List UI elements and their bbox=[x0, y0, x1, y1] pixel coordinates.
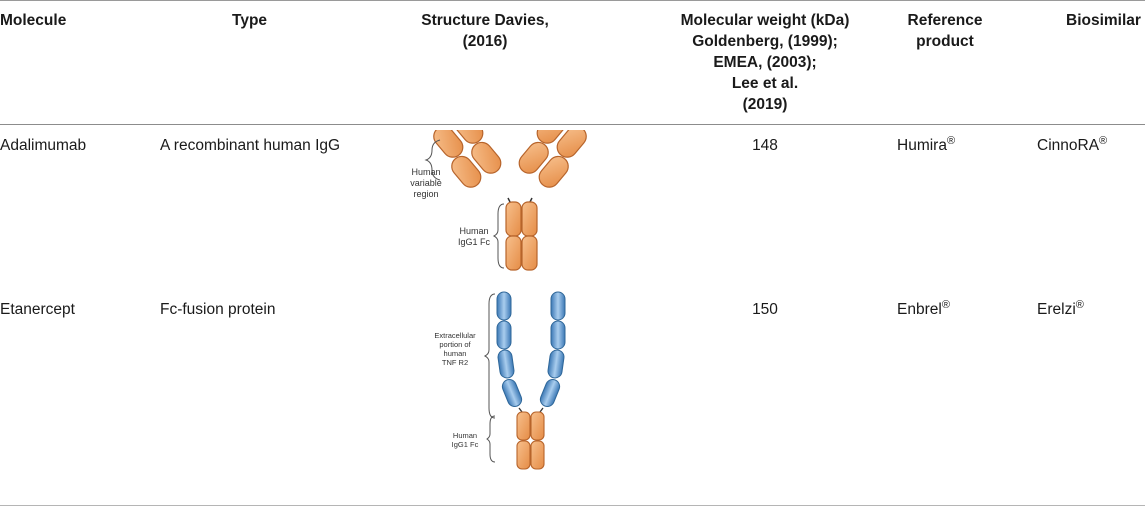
left-arm-domains bbox=[433, 130, 502, 188]
label-human-fc-1: Human bbox=[459, 226, 488, 236]
label-extracellular-2: portion of bbox=[439, 340, 471, 349]
label-extracellular-1: Extracellular bbox=[434, 331, 476, 340]
label-human-variable-1: Human bbox=[411, 167, 440, 177]
label-human-fc-2: IgG1 Fc bbox=[458, 237, 491, 247]
label-extracellular-4: TNF R2 bbox=[442, 358, 468, 367]
table-top-rule bbox=[0, 0, 1145, 1]
label-etanercept-fc-1: Human bbox=[453, 431, 477, 440]
row2-type: Fc-fusion protein bbox=[160, 301, 276, 318]
row1-type: A recombinant human IgG bbox=[160, 137, 341, 154]
header-structure: Structure Davies, (2016) bbox=[421, 12, 549, 50]
row1-reference-product: Humira® bbox=[897, 135, 956, 155]
table-bottom-rule bbox=[0, 505, 1145, 506]
row2-molecular-weight: 150 bbox=[752, 301, 778, 318]
header-type: Type bbox=[232, 12, 268, 29]
row1-molecular-weight: 148 bbox=[752, 137, 778, 154]
row2-reference-product: Enbrel® bbox=[897, 299, 950, 319]
row2-biosimilar: Erelzi® bbox=[1037, 299, 1084, 319]
label-human-variable-2: variable bbox=[410, 178, 442, 188]
label-extracellular-3: human bbox=[444, 349, 467, 358]
row1-molecule: Adalimumab bbox=[0, 137, 87, 154]
right-arm-domains bbox=[518, 130, 587, 188]
fc-domains bbox=[505, 201, 538, 271]
header-molecule: Molecule bbox=[0, 12, 67, 29]
etanercept-structure-diagram: Extracellular portion of human TNF R2 Hu… bbox=[434, 291, 566, 470]
row2-molecule: Etanercept bbox=[0, 301, 75, 318]
header-reference-product: Reference product bbox=[907, 12, 983, 50]
row1-biosimilar: CinnoRA® bbox=[1037, 135, 1108, 155]
header-molecular-weight: Molecular weight (kDa) Goldenberg, (1999… bbox=[680, 12, 850, 113]
label-etanercept-fc-2: IgG1 Fc bbox=[452, 440, 479, 449]
header-biosimilar: Biosimilar bbox=[1066, 12, 1141, 29]
header-rule bbox=[0, 124, 1145, 125]
adalimumab-structure-diagram: Human variable region Human IgG1 Fc bbox=[410, 130, 587, 271]
label-human-variable-3: region bbox=[413, 189, 438, 199]
etanercept-fc-domains bbox=[516, 411, 545, 470]
tnfr2-left-chain bbox=[496, 291, 523, 407]
tnfr2-right-chain bbox=[539, 291, 566, 407]
